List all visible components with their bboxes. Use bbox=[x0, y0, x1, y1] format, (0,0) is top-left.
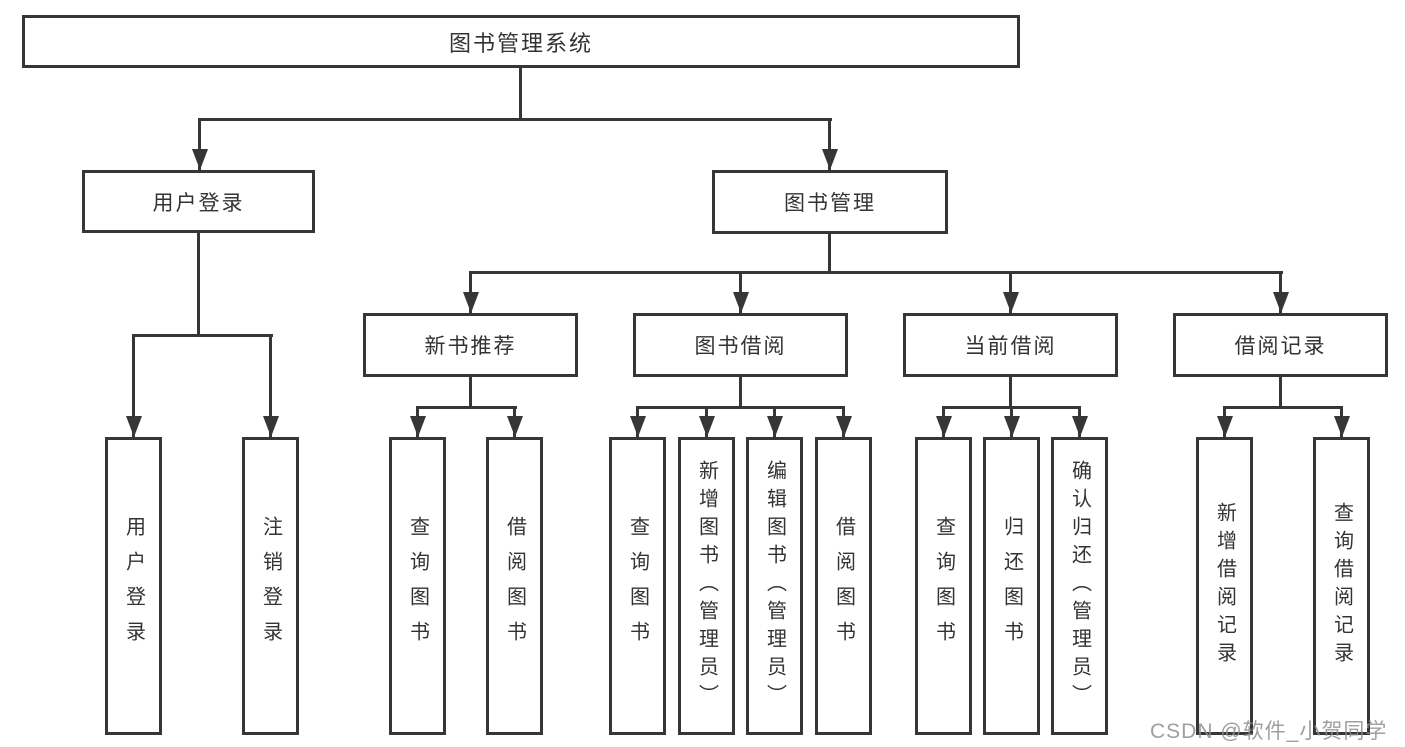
node-borrow-record-label: 借阅记录 bbox=[1234, 335, 1327, 358]
connector-book-management-vline bbox=[828, 232, 831, 274]
node-book-management-label: 图书管理 bbox=[784, 192, 876, 215]
node-root-label: 图书管理系统 bbox=[448, 30, 593, 56]
leaf-logout-login-label: 注销登录 bbox=[259, 516, 282, 656]
connector-book-borrow-vline bbox=[739, 375, 742, 409]
arrow-down-icon bbox=[636, 406, 639, 437]
leaf-add-book-admin: 新增图书（管理员） bbox=[678, 437, 735, 735]
node-borrow-record: 借阅记录 bbox=[1173, 313, 1388, 377]
leaf-add-book-admin-label: 新增图书（管理员） bbox=[695, 460, 718, 712]
leaf-query-book-recommend-label: 查询图书 bbox=[406, 516, 429, 656]
arrow-down-icon bbox=[1340, 406, 1343, 437]
leaf-query-book-borrow-label: 查询图书 bbox=[626, 516, 649, 656]
connector-borrow-record-vline bbox=[1279, 375, 1282, 409]
arrow-down-icon bbox=[942, 406, 945, 437]
node-user-login-label: 用户登录 bbox=[152, 191, 245, 215]
leaf-confirm-return-admin-label: 确认归还（管理员） bbox=[1068, 460, 1091, 712]
csdn-watermark: CSDN @软件_小贺同学 bbox=[1150, 720, 1388, 743]
leaf-return-book: 归还图书 bbox=[983, 437, 1040, 735]
leaf-edit-book-admin: 编辑图书（管理员） bbox=[746, 437, 803, 735]
leaf-query-borrow-record-label: 查询借阅记录 bbox=[1330, 502, 1353, 670]
leaf-borrow-book-recommend: 借阅图书 bbox=[486, 437, 543, 735]
leaf-edit-book-admin-label: 编辑图书（管理员） bbox=[763, 460, 786, 712]
connector-root-vline bbox=[519, 66, 522, 121]
leaf-query-book-borrow: 查询图书 bbox=[609, 437, 666, 735]
connector-new-book-recommend-hline bbox=[416, 406, 517, 409]
connector-user-login-hline bbox=[132, 334, 273, 337]
node-new-book-recommend-label: 新书推荐 bbox=[424, 335, 517, 358]
node-new-book-recommend: 新书推荐 bbox=[363, 313, 578, 377]
node-current-borrow-label: 当前借阅 bbox=[964, 335, 1057, 358]
node-book-borrow: 图书借阅 bbox=[633, 313, 848, 377]
arrow-down-icon bbox=[416, 406, 419, 437]
leaf-user-login: 用户登录 bbox=[105, 437, 162, 735]
node-user-login: 用户登录 bbox=[82, 170, 315, 233]
leaf-query-book-recommend: 查询图书 bbox=[389, 437, 446, 735]
node-book-borrow-label: 图书借阅 bbox=[694, 335, 787, 358]
node-book-management: 图书管理 bbox=[712, 170, 948, 234]
arrow-down-icon bbox=[469, 271, 472, 313]
leaf-confirm-return-admin: 确认归还（管理员） bbox=[1051, 437, 1108, 735]
arrow-down-icon bbox=[1009, 271, 1012, 313]
arrow-down-icon bbox=[705, 406, 708, 437]
arrow-down-icon bbox=[739, 271, 742, 313]
leaf-query-book-current-label: 查询图书 bbox=[932, 516, 955, 656]
leaf-add-borrow-record-label: 新增借阅记录 bbox=[1213, 502, 1236, 670]
arrow-down-icon bbox=[1279, 271, 1282, 313]
leaf-query-book-current: 查询图书 bbox=[915, 437, 972, 735]
arrow-down-icon bbox=[842, 406, 845, 437]
leaf-return-book-label: 归还图书 bbox=[1000, 516, 1023, 656]
leaf-add-borrow-record: 新增借阅记录 bbox=[1196, 437, 1253, 735]
connector-current-borrow-vline bbox=[1009, 375, 1012, 409]
connector-new-book-recommend-vline bbox=[469, 375, 472, 409]
leaf-borrow-book: 借阅图书 bbox=[815, 437, 872, 735]
leaf-borrow-book-recommend-label: 借阅图书 bbox=[503, 516, 526, 656]
arrow-down-icon bbox=[198, 118, 201, 170]
arrow-down-icon bbox=[513, 406, 516, 437]
arrow-down-icon bbox=[1223, 406, 1226, 437]
arrow-down-icon bbox=[773, 406, 776, 437]
connector-book-management-hline bbox=[469, 271, 1283, 274]
leaf-query-borrow-record: 查询借阅记录 bbox=[1313, 437, 1370, 735]
arrow-down-icon bbox=[132, 334, 135, 437]
node-root: 图书管理系统 bbox=[22, 15, 1020, 68]
leaf-logout-login: 注销登录 bbox=[242, 437, 299, 735]
leaf-borrow-book-label: 借阅图书 bbox=[832, 516, 855, 656]
node-current-borrow: 当前借阅 bbox=[903, 313, 1118, 377]
arrow-down-icon bbox=[1078, 406, 1081, 437]
connector-user-login-vline bbox=[197, 231, 200, 337]
connector-book-borrow-hline bbox=[636, 406, 845, 409]
leaf-user-login-label: 用户登录 bbox=[122, 516, 145, 656]
arrow-down-icon bbox=[1010, 406, 1013, 437]
connector-root-hline bbox=[198, 118, 832, 121]
arrow-down-icon bbox=[269, 334, 272, 437]
arrow-down-icon bbox=[828, 118, 831, 170]
connector-borrow-record-hline bbox=[1223, 406, 1343, 409]
